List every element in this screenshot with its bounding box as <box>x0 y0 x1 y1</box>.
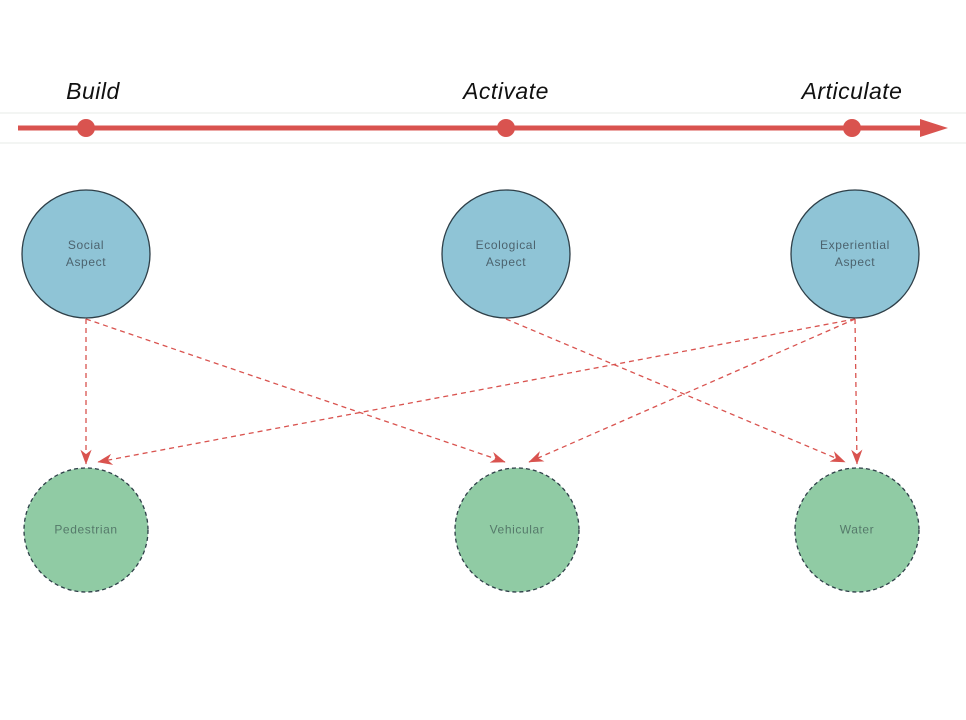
connector-ecological-to-water <box>505 318 846 463</box>
timeline-phase-label-build: Build <box>66 78 120 104</box>
timeline-milestone-dot-build <box>77 119 95 137</box>
node-circle-social-aspect <box>21 189 151 319</box>
timeline-arrowhead-icon <box>920 119 948 137</box>
node-circle-experiential-aspect <box>790 189 920 319</box>
timeline-milestone-dot-activate <box>497 119 515 137</box>
horizontal-guide-line-bottom <box>0 142 966 144</box>
timeline-phase-label-activate: Activate <box>463 78 549 104</box>
timeline-milestone-dot-articulate <box>843 119 861 137</box>
connector-social-to-vehicular <box>85 318 506 463</box>
connector-layer <box>80 318 863 465</box>
horizontal-guide-line-top <box>0 112 966 114</box>
timeline-axis <box>18 119 948 137</box>
node-circle-water <box>794 467 920 593</box>
connector-experiential-to-water <box>851 318 863 465</box>
node-circle-vehicular <box>454 467 580 593</box>
connector-experiential-to-vehicular <box>528 318 856 463</box>
timeline-phase-label-articulate: Articulate <box>801 78 903 104</box>
connector-experiential-to-pedestrian <box>97 318 856 465</box>
node-circle-pedestrian <box>23 467 149 593</box>
node-circle-ecological-aspect <box>441 189 571 319</box>
